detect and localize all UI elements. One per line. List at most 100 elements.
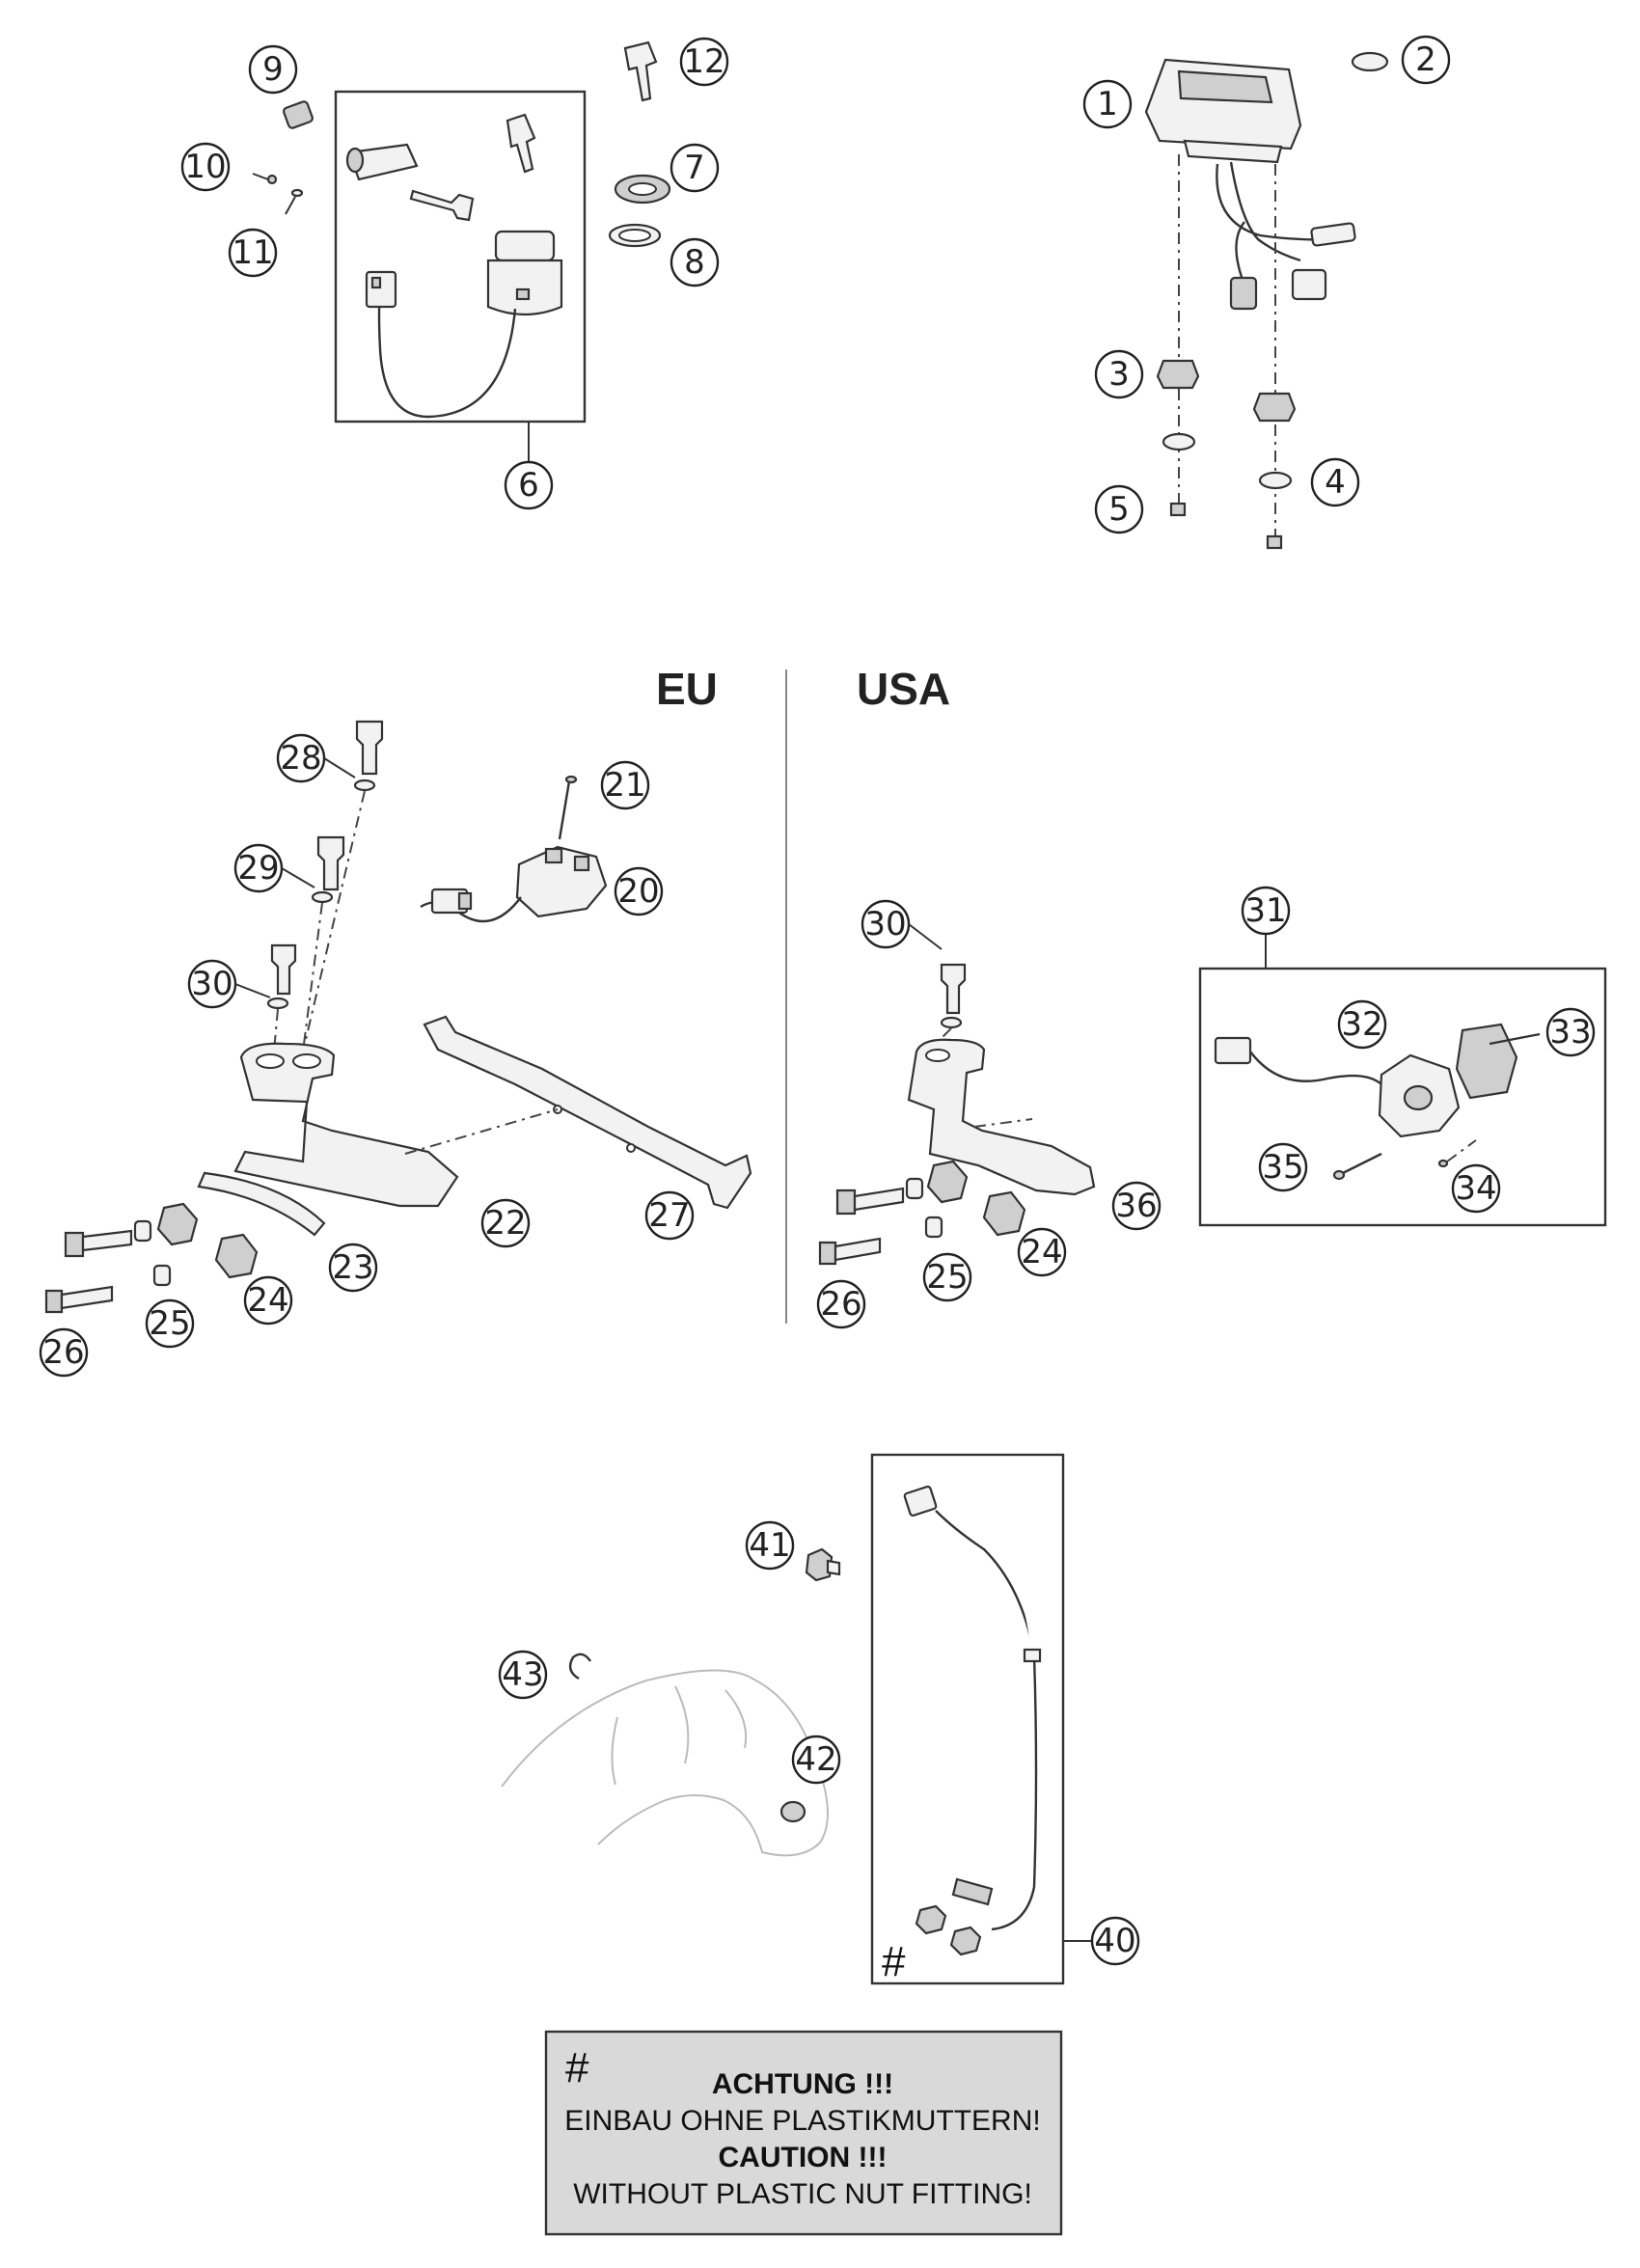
kit-hash-mark: # <box>882 1938 906 1985</box>
part-5-nut-b <box>1266 534 1283 550</box>
eu-assembly <box>44 720 752 1314</box>
part-25-spacer-usa <box>905 1177 924 1200</box>
part-27-bracket <box>423 1015 752 1210</box>
svg-text:8: 8 <box>684 243 705 282</box>
part-36-bracket <box>907 1038 1096 1196</box>
callout-26-eu: 26 <box>39 1327 89 1378</box>
svg-text:35: 35 <box>1262 1148 1303 1187</box>
key-in-kit <box>409 189 475 222</box>
callout-20: 20 <box>614 866 664 916</box>
part-30-screw <box>270 943 297 996</box>
svg-text:40: 40 <box>1094 1922 1135 1960</box>
part-31-cable <box>1249 1051 1382 1085</box>
callout-25-usa: 25 <box>922 1252 972 1302</box>
part-30-screw-usa <box>940 963 967 1015</box>
callout-12: 12 <box>679 37 729 87</box>
part-4-washer-b <box>1258 471 1293 490</box>
callout-24-usa: 24 <box>1017 1227 1067 1277</box>
svg-text:43: 43 <box>502 1655 543 1694</box>
note-line-without: WITHOUT PLASTIC NUT FITTING! <box>573 2178 1032 2210</box>
part-25-spacer-usa-b <box>924 1216 943 1239</box>
ignition-lock-group <box>334 90 587 465</box>
part-35-screw <box>1338 1152 1382 1177</box>
part-11-spring <box>290 188 304 198</box>
callout-9: 9 <box>248 44 298 95</box>
callout-42: 42 <box>791 1735 841 1785</box>
switch-body <box>486 259 563 316</box>
svg-text:20: 20 <box>617 872 659 911</box>
callout-30-eu: 30 <box>187 959 237 1009</box>
part-26-bolt-usa-b <box>818 1241 837 1266</box>
switch-mark <box>515 287 531 301</box>
svg-text:21: 21 <box>604 766 645 805</box>
callout-29: 29 <box>233 843 284 893</box>
warning-note: # ACHTUNG !!! EINBAU OHNE PLASTIKMUTTERN… <box>544 2030 1063 2236</box>
part-26-bolt-usa <box>835 1189 857 1216</box>
callout-21: 21 <box>600 760 650 810</box>
part-25-spacer-b <box>152 1264 172 1287</box>
svg-text:24: 24 <box>247 1281 288 1320</box>
svg-text:32: 32 <box>1341 1005 1382 1044</box>
part-26-bolt-head <box>64 1231 85 1258</box>
callout-35: 35 <box>1258 1142 1308 1192</box>
usa-assembly <box>818 932 1607 1266</box>
callout-43: 43 <box>498 1650 548 1700</box>
part-24-nut-b <box>214 1233 259 1279</box>
svg-text:29: 29 <box>237 849 279 888</box>
svg-text:26: 26 <box>820 1285 861 1324</box>
callout-25-eu: 25 <box>145 1298 195 1349</box>
part-3-rubber-mount <box>1156 359 1200 390</box>
callout-33: 33 <box>1545 1007 1596 1057</box>
sensor-cable <box>935 1510 1038 1931</box>
svg-text:23: 23 <box>332 1248 373 1287</box>
bolt-shaft <box>81 1229 133 1252</box>
callout-26-usa: 26 <box>816 1279 866 1329</box>
callout-5: 5 <box>1094 484 1144 534</box>
part-33-cap <box>1455 1023 1518 1100</box>
svg-text:9: 9 <box>262 50 284 89</box>
note-hash: # <box>565 2044 589 2091</box>
svg-text:28: 28 <box>280 739 321 778</box>
note-line-achtung: ACHTUNG !!! <box>712 2068 893 2100</box>
display-wire-2 <box>1229 161 1301 262</box>
callout-2: 2 <box>1401 35 1451 85</box>
callout-34: 34 <box>1451 1163 1501 1214</box>
switch-connector-pin <box>370 276 382 289</box>
svg-text:26: 26 <box>42 1333 84 1372</box>
svg-text:30: 30 <box>191 965 232 1003</box>
callout-41: 41 <box>745 1520 795 1571</box>
display-bottom <box>1183 139 1283 164</box>
callout-1: 1 <box>1082 79 1133 129</box>
switch-cable <box>377 290 517 419</box>
part-24-nut <box>156 1202 199 1246</box>
region-label-usa: USA <box>857 664 950 714</box>
display-connector-3 <box>1229 276 1258 311</box>
svg-text:33: 33 <box>1549 1013 1591 1052</box>
callout-23: 23 <box>328 1243 378 1293</box>
speed-sensor-group: # <box>501 1453 1092 1985</box>
svg-text:12: 12 <box>683 42 724 81</box>
display-connector-2 <box>1291 268 1327 301</box>
part-25-spacer <box>133 1219 152 1243</box>
svg-text:41: 41 <box>749 1526 790 1565</box>
svg-text:10: 10 <box>184 148 226 186</box>
svg-text:34: 34 <box>1455 1169 1496 1208</box>
svg-text:3: 3 <box>1108 355 1130 394</box>
part-2-cap <box>1351 51 1389 72</box>
svg-text:7: 7 <box>684 149 705 187</box>
part-24-nut-usa-b <box>982 1190 1026 1237</box>
switch-top <box>494 230 556 262</box>
callout-32: 32 <box>1337 999 1387 1050</box>
callout-8: 8 <box>670 237 720 287</box>
callout-10: 10 <box>180 142 231 192</box>
part-29-screw <box>316 835 345 891</box>
display-connector-1 <box>1310 222 1356 247</box>
callout-11: 11 <box>228 228 278 278</box>
sensor-tip <box>951 1877 994 1906</box>
callout-6: 6 <box>504 460 554 510</box>
callout-3: 3 <box>1094 349 1144 399</box>
svg-text:25: 25 <box>926 1258 968 1297</box>
ignition-kit-box <box>334 90 587 424</box>
